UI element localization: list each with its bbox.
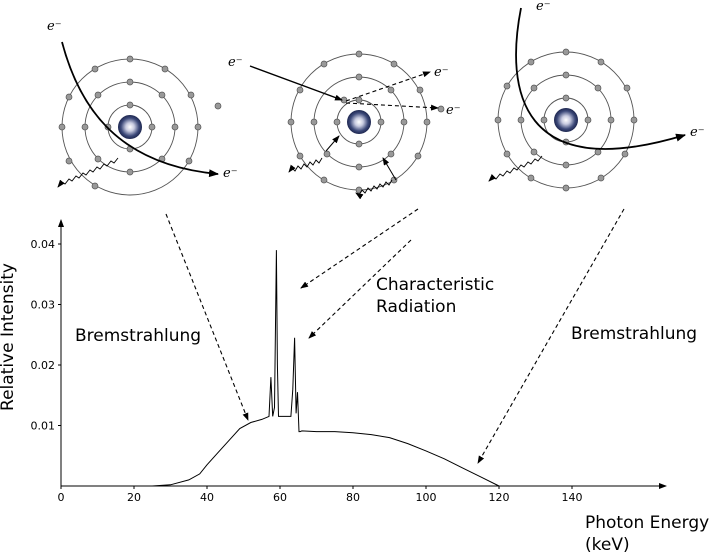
electron-label: e⁻ (47, 19, 62, 34)
electron-label: e⁻ (536, 0, 551, 14)
atom-right (494, 48, 638, 192)
electron-label: e⁻ (228, 55, 243, 70)
label-bremsstrahlung-left: Bremstrahlung (75, 326, 202, 346)
x-tick-label: 80 (346, 491, 360, 504)
y-tick-label: 0.04 (31, 238, 56, 251)
y-tick-label: 0.01 (31, 420, 56, 433)
atom-middle (287, 50, 445, 194)
y-ticks: 0.01 0.02 0.03 0.04 (31, 238, 61, 433)
transition-arrow (325, 135, 340, 152)
transition-arrow (382, 157, 397, 181)
electron-label: e⁻ (434, 65, 449, 80)
x-tick-label: 140 (562, 491, 583, 504)
atom-left (58, 55, 222, 196)
electron-path-left (61, 41, 219, 178)
x-tick-label: 120 (489, 491, 510, 504)
x-axis-label-line1: Photon Energy (585, 513, 710, 533)
nucleus (554, 108, 578, 132)
electron-path-scattered (345, 102, 439, 111)
x-tick-label: 0 (58, 491, 65, 504)
y-tick-label: 0.02 (31, 359, 56, 372)
photon-wave-char2 (355, 179, 393, 200)
pointer-characteristic-1 (300, 208, 419, 289)
pointer-characteristic-2 (308, 239, 412, 339)
x-tick-label: 20 (127, 491, 141, 504)
label-characteristic-line2: Radiation (376, 297, 457, 317)
label-bremsstrahlung-right: Bremstrahlung (571, 324, 698, 344)
electron-label: e⁻ (223, 166, 238, 181)
x-ticks: 0 20 40 60 80 100 120 140 (58, 486, 583, 504)
pointer-bremsstrahlung-left (165, 213, 249, 421)
x-tick-label: 100 (416, 491, 437, 504)
nucleus (118, 115, 142, 139)
electron-path-incoming (249, 65, 343, 101)
y-tick-label: 0.03 (31, 299, 56, 312)
electron-label: e⁻ (446, 103, 461, 118)
nucleus (347, 110, 371, 134)
x-axis-label: Photon Energy (keV) (585, 512, 709, 556)
electron-label: e⁻ (690, 125, 705, 140)
spectrum-chart: 0 20 40 60 80 100 120 140 0.01 0.02 0.03 0.04 (31, 219, 667, 504)
x-axis-label-line2: (keV) (585, 535, 630, 555)
photon-wave-char1 (288, 157, 323, 173)
x-tick-label: 40 (200, 491, 214, 504)
label-characteristic: Characteristic Radiation (376, 274, 494, 318)
photon-wave-left (57, 157, 119, 188)
y-axis-label: Relative Intensity (0, 263, 18, 411)
spectrum-line (152, 250, 500, 487)
electron-path-right (515, 7, 686, 150)
x-tick-label: 60 (273, 491, 287, 504)
electron-path-ejected (345, 71, 431, 102)
photon-wave-right (488, 155, 543, 182)
label-characteristic-line1: Characteristic (376, 275, 495, 295)
